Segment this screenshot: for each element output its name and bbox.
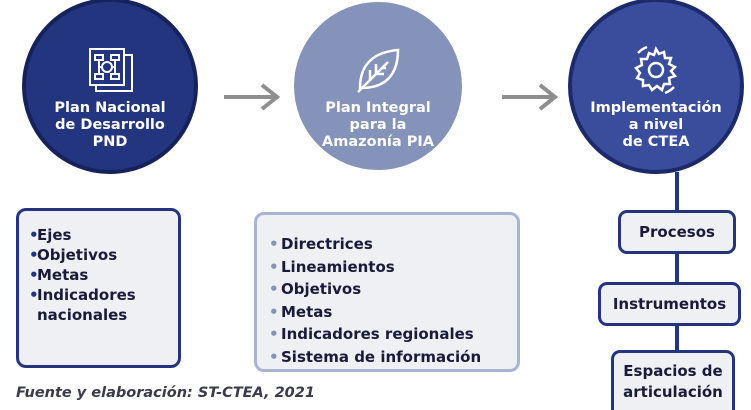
arrow-right-icon	[502, 83, 559, 111]
list-item: nacionales	[37, 306, 128, 324]
step-pnd-circle: Plan Nacional de Desarrollo PND	[22, 0, 198, 174]
list-item: •Metas	[269, 302, 333, 321]
step-ctea-circle: Implementación a nivel de CTEA	[568, 0, 744, 174]
leaf-icon	[350, 42, 406, 98]
source-caption: Fuente y elaboración: ST-CTEA, 2021	[16, 385, 315, 401]
step-pia-title: Plan Integral para la Amazonía PIA	[322, 100, 434, 150]
roadmap-document-icon	[82, 42, 138, 98]
list-item: •Indicadores	[29, 286, 136, 304]
list-item: •Lineamientos	[269, 257, 395, 276]
arrow-right-icon	[224, 83, 281, 111]
pnd-items-box: •Ejes •Objetivos •Metas •Indicadores nac…	[16, 208, 181, 368]
step-ctea-title: Implementación a nivel de CTEA	[590, 100, 722, 150]
gear-icon	[628, 42, 684, 98]
connector-line	[675, 254, 679, 282]
list-item: •Sistema de información	[269, 347, 482, 366]
espacios-box: Espacios de articulación	[611, 350, 735, 410]
list-item: •Objetivos	[269, 280, 362, 298]
list-item: •Ejes	[29, 226, 72, 244]
step-pia-circle: Plan Integral para la Amazonía PIA	[290, 0, 466, 174]
connector-line	[675, 172, 679, 210]
pia-items-box: •Directrices •Lineamientos •Objetivos •M…	[254, 212, 520, 372]
list-item: •Metas	[29, 266, 89, 284]
instrumentos-box: Instrumentos	[598, 282, 741, 326]
step-pnd-title: Plan Nacional de Desarrollo PND	[54, 100, 166, 150]
list-item: •Indicadores regionales	[269, 325, 474, 343]
list-item: •Objetivos	[29, 246, 118, 264]
list-item: •Directrices	[269, 235, 373, 253]
procesos-box: Procesos	[618, 210, 736, 254]
connector-line	[675, 326, 679, 350]
